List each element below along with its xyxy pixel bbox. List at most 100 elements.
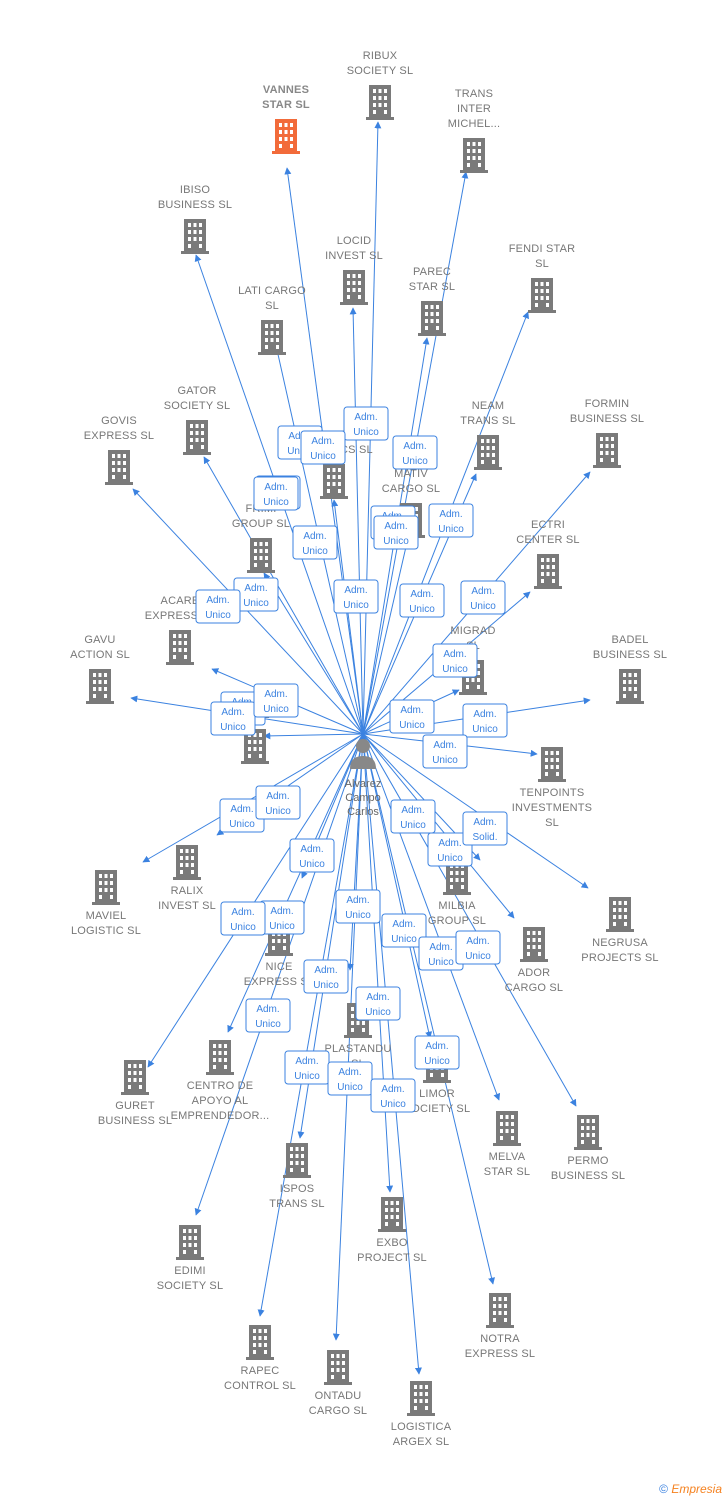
company-label[interactable]: APOYO AL [192,1095,249,1107]
building-icon[interactable] [574,1115,602,1150]
company-label[interactable]: FENDI STAR [509,243,576,255]
building-icon[interactable] [181,219,209,254]
building-icon[interactable] [616,669,644,704]
company-label[interactable]: GROUP SL [232,518,290,530]
company-label[interactable]: CENTER SL [516,534,580,546]
building-icon[interactable] [246,1325,274,1360]
building-icon[interactable] [460,138,488,173]
company-label[interactable]: MATIV [394,468,428,480]
building-icon[interactable] [340,270,368,305]
building-icon[interactable] [173,845,201,880]
company-label[interactable]: MILBIA [438,900,476,912]
company-label[interactable]: STAR SL [262,99,310,111]
company-label[interactable]: VANNES [263,84,309,96]
company-node-edimi-society-sl[interactable]: EDIMI SOCIETY SL [157,1225,224,1292]
company-label[interactable]: MELVA [489,1151,526,1163]
building-icon[interactable] [166,630,194,665]
company-label[interactable]: SL [545,817,559,829]
company-label[interactable]: ECTRI [531,519,565,531]
company-label[interactable]: IBISO [180,184,211,196]
company-label[interactable]: RIBUX [363,50,398,62]
company-label[interactable]: NICE [265,961,292,973]
company-label[interactable]: INVEST SL [158,900,216,912]
company-label[interactable]: ISPOS [280,1183,315,1195]
company-node-trans-inter-michel[interactable]: TRANSINTERMICHEL... [448,88,501,173]
company-node-rapec-control-sl[interactable]: RAPEC CONTROL SL [224,1325,296,1392]
company-label[interactable]: ONTADU [315,1390,362,1402]
building-icon[interactable] [86,669,114,704]
company-node-frimi-group-sl[interactable]: FRIMIGROUP SL [232,503,290,573]
company-label[interactable]: LIMOR [419,1088,455,1100]
company-label[interactable]: ARGEX SL [393,1436,450,1448]
company-label[interactable]: RAPEC [241,1365,280,1377]
company-node-locid-invest-sl[interactable]: LOCID INVEST SL [325,235,383,305]
company-label[interactable]: SL [265,300,279,312]
company-label[interactable]: FORMIN [585,398,630,410]
building-icon[interactable] [520,927,548,962]
company-label[interactable]: TENPOINTS [520,787,585,799]
company-label[interactable]: GOVIS [101,415,137,427]
company-node-permo-business-sl[interactable]: PERMO BUSINESS SL [551,1115,625,1182]
company-label[interactable]: BUSINESS SL [570,413,644,425]
building-icon[interactable] [206,1040,234,1075]
company-label[interactable]: EXPRESS SL [244,976,314,988]
company-label[interactable]: BUSINESS SL [158,199,232,211]
company-node-govis-express-sl[interactable]: GOVIS EXPRESS SL [84,415,154,485]
company-label[interactable]: TRANS [455,88,493,100]
company-node-limor-society-sl[interactable]: LIMOR SOCIETY SL [404,1048,471,1115]
building-icon[interactable] [258,320,286,355]
building-icon[interactable] [283,1143,311,1178]
company-label[interactable]: CARGO SL [505,982,563,994]
building-icon[interactable] [378,1197,406,1232]
person-label[interactable]: Campo [345,792,380,804]
company-label[interactable]: RALIX [171,885,204,897]
person-label[interactable]: Alvarez [345,778,382,790]
company-node-ontadu-cargo-sl[interactable]: ONTADU CARGO SL [309,1350,367,1417]
company-label[interactable]: GAVU [84,634,115,646]
company-label[interactable]: EXPRESS SL [84,430,154,442]
company-node-ibiso-business-sl[interactable]: IBISO BUSINESS SL [158,184,232,254]
building-icon[interactable] [183,420,211,455]
building-icon[interactable] [92,870,120,905]
company-label[interactable]: SOCIETY SL [404,1103,471,1115]
company-label[interactable]: INVESTMENTS [512,802,592,814]
building-icon[interactable] [176,1225,204,1260]
building-icon[interactable] [593,433,621,468]
building-icon[interactable] [418,301,446,336]
company-label[interactable]: GURET [115,1100,155,1112]
building-icon[interactable] [320,464,348,499]
company-label[interactable]: BUSINESS SL [593,649,667,661]
company-label[interactable]: EMPRENDEDOR... [171,1110,270,1122]
building-icon[interactable] [324,1350,352,1385]
company-label[interactable]: CARGO SL [382,483,440,495]
company-node-vannes-star-sl[interactable]: VANNES STAR SL [262,84,310,154]
company-label[interactable]: SOCIETY SL [157,1280,224,1292]
building-icon[interactable] [606,897,634,932]
company-node-ectri-center-sl[interactable]: ECTRI CENTER SL [516,519,580,589]
company-node-nice-express-sl[interactable]: NICE EXPRESS SL [244,921,314,988]
company-label[interactable]: INVEST SL [325,250,383,262]
company-label[interactable]: CARGO SL [309,1405,367,1417]
building-icon[interactable] [486,1293,514,1328]
person-label[interactable]: Carlos [347,806,379,818]
company-label[interactable]: EDIMI [174,1265,206,1277]
company-label[interactable]: LOCID [337,235,372,247]
company-label[interactable]: MAVIEL [86,910,127,922]
company-label[interactable]: STAR SL [409,281,455,293]
company-label[interactable]: PERMO [567,1155,609,1167]
company-node-tenpoints-investments-sl[interactable]: TENPOINTS INVESTMENTS SL [512,747,592,829]
company-label[interactable]: CONTROL SL [224,1380,296,1392]
building-icon[interactable] [247,538,275,573]
company-label[interactable]: BUSINESS SL [551,1170,625,1182]
company-label[interactable]: EXPRESS SL [465,1348,535,1360]
